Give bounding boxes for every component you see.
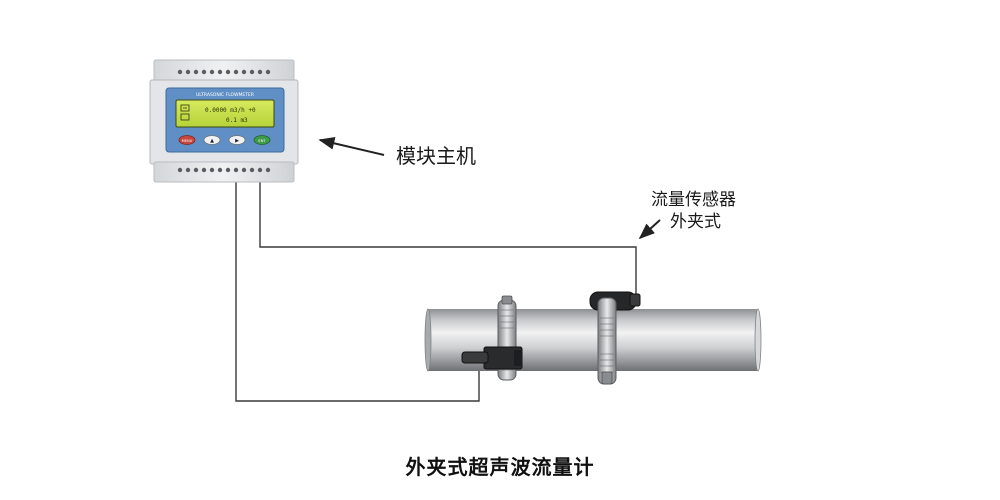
up-button[interactable]: ▲ (203, 135, 221, 145)
wire-to-transducer-a (235, 172, 480, 402)
label-flow-sensor: 流量传感器 (651, 190, 736, 210)
bottom-terminals (177, 167, 271, 173)
right-button[interactable]: ▶ (228, 135, 246, 145)
arrow-to-sensor (638, 219, 661, 240)
arrow-to-host (318, 137, 385, 156)
svg-text:▲: ▲ (210, 138, 214, 144)
label-module-host: 模块主机 (396, 144, 476, 168)
lcd-line-1: 0.0000 m3/h +0 (205, 107, 256, 114)
menu-button-label: MENU (182, 139, 193, 143)
label-clamp-on-type: 外夹式 (670, 212, 721, 232)
menu-button[interactable]: MENU (178, 135, 196, 145)
lcd-screen (175, 99, 275, 128)
device-brand-text: ULTRASONIC FLOWMETER (196, 92, 254, 98)
module-host-device: ULTRASONIC FLOWMETER 0.0000 m3/h +0 0.1 … (149, 59, 299, 183)
lcd-line-2: 0.1 m3 (226, 117, 248, 124)
figure-caption: 外夹式超声波流量计 (405, 455, 595, 479)
lcd-symbol-icon (180, 104, 190, 121)
svg-text:MENU: MENU (182, 139, 193, 143)
svg-text:ENT: ENT (258, 139, 266, 143)
clamp-band-right (597, 297, 617, 385)
up-arrow-icon: ▲ (210, 138, 214, 144)
enter-button[interactable]: ENT (253, 135, 271, 145)
right-arrow-icon: ▶ (235, 138, 239, 144)
svg-text:▶: ▶ (235, 138, 239, 144)
wire-to-transducer-b (259, 172, 637, 300)
enter-button-label: ENT (258, 139, 266, 143)
transducer-left (461, 346, 523, 370)
top-terminals (177, 69, 271, 75)
